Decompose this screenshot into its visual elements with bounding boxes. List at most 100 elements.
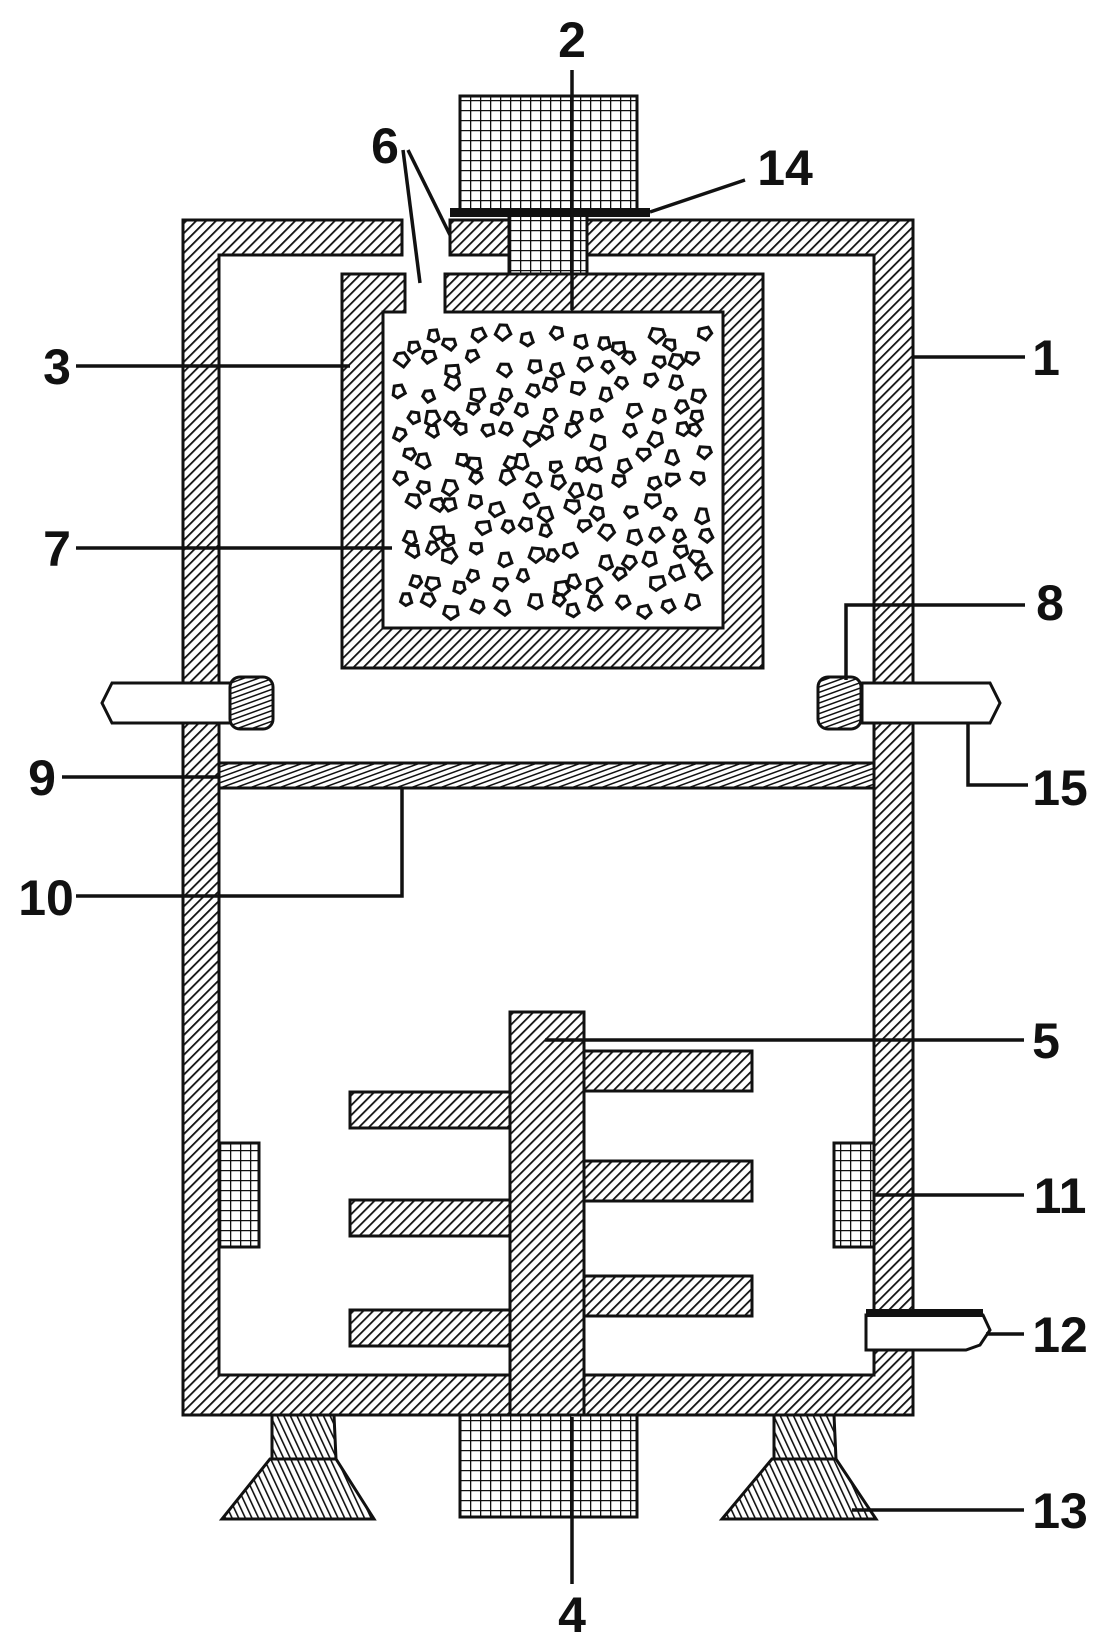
particle [616,457,634,475]
particle [537,424,555,441]
particle [542,407,559,424]
particle [441,497,458,513]
particle [586,483,603,502]
particle [465,456,483,474]
particle [620,554,639,572]
particle [660,598,677,615]
particle [469,387,487,404]
particle [573,333,589,351]
particle [569,380,587,397]
particle [541,376,559,394]
particle [648,526,666,544]
particle [569,410,585,426]
seal-strip [450,208,650,217]
particle [586,456,603,474]
particle [489,401,505,417]
particle [392,470,410,487]
particle [441,604,460,622]
particle [424,423,441,440]
particle [440,337,458,353]
particle [550,474,568,491]
label-5: 5 [1032,1013,1060,1069]
particle [401,529,419,547]
particle [404,543,421,560]
particle [469,598,486,615]
label-3: 3 [43,339,71,395]
particle [694,562,714,582]
particle [522,430,542,449]
particle [693,507,711,526]
particle [404,492,422,510]
particle [455,452,471,468]
particle [668,374,685,392]
particle [465,568,481,584]
particle [696,325,714,342]
particle [585,576,604,596]
particle [672,544,690,560]
particle [480,422,496,438]
particle [667,352,686,371]
particle [621,422,639,439]
particle [672,528,688,544]
particle [497,421,514,437]
particle [426,328,441,344]
particle [643,493,663,510]
particle [664,472,682,488]
particle [391,426,408,443]
particle [641,550,658,569]
particle [667,563,687,583]
particle [493,323,513,343]
label-15: 15 [1032,760,1088,816]
particle [402,447,418,462]
particle [662,506,678,522]
particle [600,359,616,375]
particle [589,407,605,423]
particle [420,349,438,366]
particle [598,554,615,572]
particle [420,388,437,405]
particle [519,331,535,348]
particle [513,402,529,418]
particle [651,407,667,425]
particle [424,540,441,557]
particle [468,542,484,556]
particle [467,493,484,510]
particle [442,410,461,428]
particle [563,498,582,516]
particle [697,527,715,545]
particle [424,575,442,593]
particle [517,516,534,533]
particle [673,399,691,415]
particle [440,546,459,565]
particle [548,460,564,475]
label-11: 11 [1034,1168,1087,1224]
particle [406,410,422,426]
left-side-block [217,1141,261,1249]
particle [498,387,514,404]
particle [687,422,703,438]
particle [597,336,612,352]
particle [495,362,514,379]
particle [423,409,442,428]
particle [548,361,566,379]
particle [664,449,681,467]
outer-housing [181,218,915,1417]
right-nozzle [816,675,863,731]
particle [464,348,481,364]
particle [689,409,705,425]
particle [564,421,582,439]
particle [443,374,462,392]
particle [596,523,617,543]
particle [515,568,531,584]
particle [614,594,632,611]
particle [524,383,542,399]
particle [646,430,665,449]
particle [470,326,488,344]
particle [513,452,530,471]
particle [527,359,543,375]
particle [406,340,422,355]
particle [622,505,639,520]
particle [408,574,424,590]
particle [675,420,692,438]
